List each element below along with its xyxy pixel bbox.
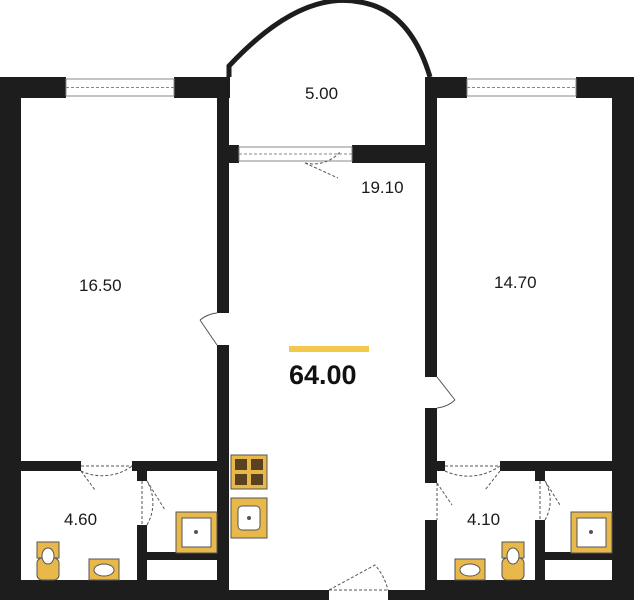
toilet-left-icon xyxy=(36,541,60,581)
door-balcony xyxy=(304,151,341,179)
door-left-wc xyxy=(141,480,166,526)
toilet-right-icon xyxy=(501,541,525,581)
door-hall-right xyxy=(436,482,453,520)
walls xyxy=(0,77,634,600)
stove-icon xyxy=(230,454,268,490)
door-right-bedroom xyxy=(436,376,456,409)
shower-right-icon xyxy=(570,511,613,554)
door-left-bedroom xyxy=(199,312,218,346)
door-left-bath xyxy=(80,465,133,491)
fixtures xyxy=(36,454,613,581)
door-right-wc xyxy=(539,480,561,521)
room-area-left-bathroom: 4.60 xyxy=(64,510,98,529)
shower-left-icon xyxy=(175,511,218,554)
door-right-bath xyxy=(444,465,501,491)
room-area-balcony: 5.00 xyxy=(305,84,339,103)
total-area-accent-bar xyxy=(289,346,369,352)
doors xyxy=(80,151,561,591)
basin-left-icon xyxy=(88,558,120,581)
basin-right-icon xyxy=(454,558,486,581)
windows xyxy=(65,78,577,162)
kitchen-sink-icon xyxy=(230,497,268,539)
room-area-right-bathroom: 4.10 xyxy=(467,510,501,529)
total-area: 64.00 xyxy=(289,360,357,390)
room-area-left-bedroom: 16.50 xyxy=(79,276,122,295)
room-area-hall: 19.10 xyxy=(361,178,404,197)
door-entrance xyxy=(328,564,389,591)
balcony-outline xyxy=(226,0,433,78)
room-area-right-bedroom: 14.70 xyxy=(494,273,537,292)
